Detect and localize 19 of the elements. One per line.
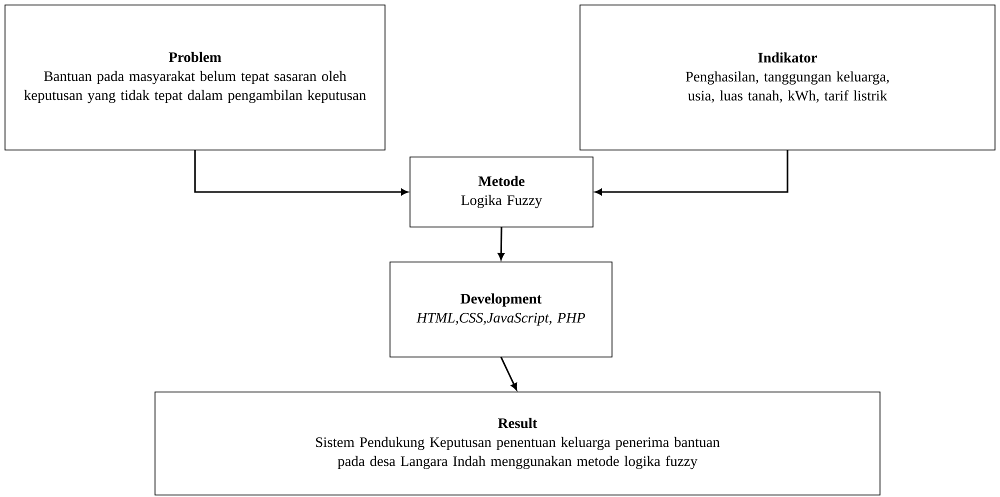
box-heading: Metode: [478, 176, 524, 186]
box-heading: Indikator: [758, 52, 817, 63]
box-heading: Development: [460, 293, 542, 307]
arrow: [194, 150, 408, 196]
arrow: [595, 150, 788, 196]
process-box: [580, 4, 996, 150]
box-text: Logika Fuzzy: [461, 194, 542, 208]
process-box: [154, 392, 880, 496]
process-box: [410, 156, 594, 228]
box-text: Sistem Pendukung Keputusan penentuan keluarga penerima bantuan pada desa Langara Indah menggunakan metode logika fuzzy: [316, 436, 720, 470]
box-text: HTML,CSS,JavaScript, PHP: [416, 312, 586, 326]
box-heading: Result: [498, 418, 538, 428]
process-box: [390, 262, 612, 358]
process-box: [4, 4, 386, 150]
box-text: Bantuan pada masyarakat belum tepat sasaran oleh keputusan yang tidak tepat dalam pengambilan keputusan: [24, 70, 366, 104]
box-text: Penghasilan, tanggungan keluarga, usia, luas tanah, kWh, tarif listrik: [686, 71, 889, 103]
box-heading: Problem: [168, 52, 222, 62]
arrow: [500, 356, 518, 390]
arrow: [498, 226, 504, 260]
